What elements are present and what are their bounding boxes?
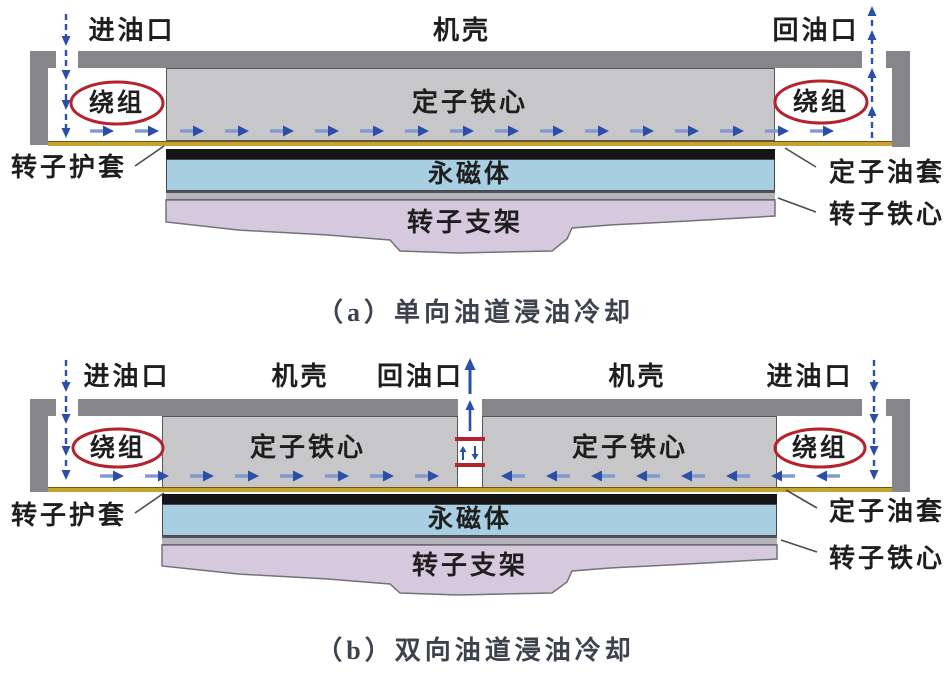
casing-right-wall-b [892,416,910,492]
oil-return-arrow-icon-a [867,6,877,16]
oil-inlet-arrow-icon-b-right [869,382,879,392]
label-rotor-bracket-a: 转子支架 [406,208,523,237]
return-duct-arrow-icon-b [471,454,479,460]
label-winding-a-left: 绕组 [88,90,145,117]
rotor-sleeve-strip-a [166,149,775,159]
casing-top-right-corner-b [886,399,910,416]
leader-line-stator-oil-jacket-b [785,489,818,509]
caption-b: （b）双向油道浸油冷却 [316,636,635,665]
label-permanent-magnet-a: 永磁体 [427,161,512,188]
label-oil-return-a: 回油口 [772,16,860,45]
rotor-sleeve-strip-b [162,494,777,504]
label-stator-core-a: 定子铁心 [411,88,528,117]
leader-line-rotor-sleeve-a [134,145,165,167]
label-casing-a: 机壳 [432,16,491,45]
leader-line-rotor-core-a [777,197,817,213]
casing-left-wall-a [30,51,48,145]
label-rotor-core-a: 转子铁心 [828,200,945,229]
label-winding-b-right: 绕组 [791,435,848,462]
casing-top-bar-right-b [482,399,862,416]
caption-a: （a）单向油道浸油冷却 [316,298,634,327]
label-oil-inlet-a: 进油口 [88,16,176,45]
label-winding-b-left: 绕组 [89,435,146,462]
label-winding-a-right: 绕组 [792,89,849,116]
oil-inlet-arrow-icon-b-left [61,382,71,392]
stator-oil-jacket-line-b [48,487,892,492]
label-rotor-bracket-b: 转子支架 [411,551,528,580]
rotor-core-strip-b [162,536,777,545]
label-stator-core-b-right: 定子铁心 [571,433,688,462]
label-oil-inlet-b-right: 进油口 [766,362,854,391]
casing-top-right-corner-a [886,51,910,68]
label-oil-inlet-b-left: 进油口 [83,362,171,391]
label-casing-b-right: 机壳 [608,362,667,391]
casing-top-bar-left-b [78,399,458,416]
return-duct-winding-top-edge-b [455,437,485,441]
permanent-magnet-block-b [162,504,777,536]
permanent-magnet-block-a [166,159,775,191]
oil-return-arrow-icon-a [867,30,877,40]
label-rotor-sleeve-a: 转子护套 [10,153,127,182]
label-stator-oil-jacket-a: 定子油套 [828,158,945,187]
leader-line-rotor-sleeve-b [134,492,165,514]
label-oil-return-b: 回油口 [376,362,464,391]
oil-return-arrow-icon-b [465,400,475,410]
oil-inlet-arrow-icon-a [61,36,71,46]
label-rotor-sleeve-b: 转子护套 [10,501,127,530]
label-permanent-magnet-b: 永磁体 [427,506,512,533]
casing-left-wall-b [30,399,48,492]
stator-oil-jacket-line-a [48,141,892,146]
casing-right-wall-a [892,68,910,147]
return-duct-winding-bottom-edge-b [455,463,485,467]
leader-line-stator-oil-jacket-a [784,147,817,168]
return-duct-arrow-icon-b [459,446,467,452]
leader-line-rotor-core-b [780,539,818,553]
casing-top-bar-a [78,51,862,68]
label-casing-b-left: 机壳 [271,362,330,391]
rotor-core-strip-a [166,191,775,200]
label-stator-core-b-left: 定子铁心 [249,433,366,462]
label-stator-oil-jacket-b: 定子油套 [828,497,945,526]
label-rotor-core-b: 转子铁心 [828,544,945,573]
